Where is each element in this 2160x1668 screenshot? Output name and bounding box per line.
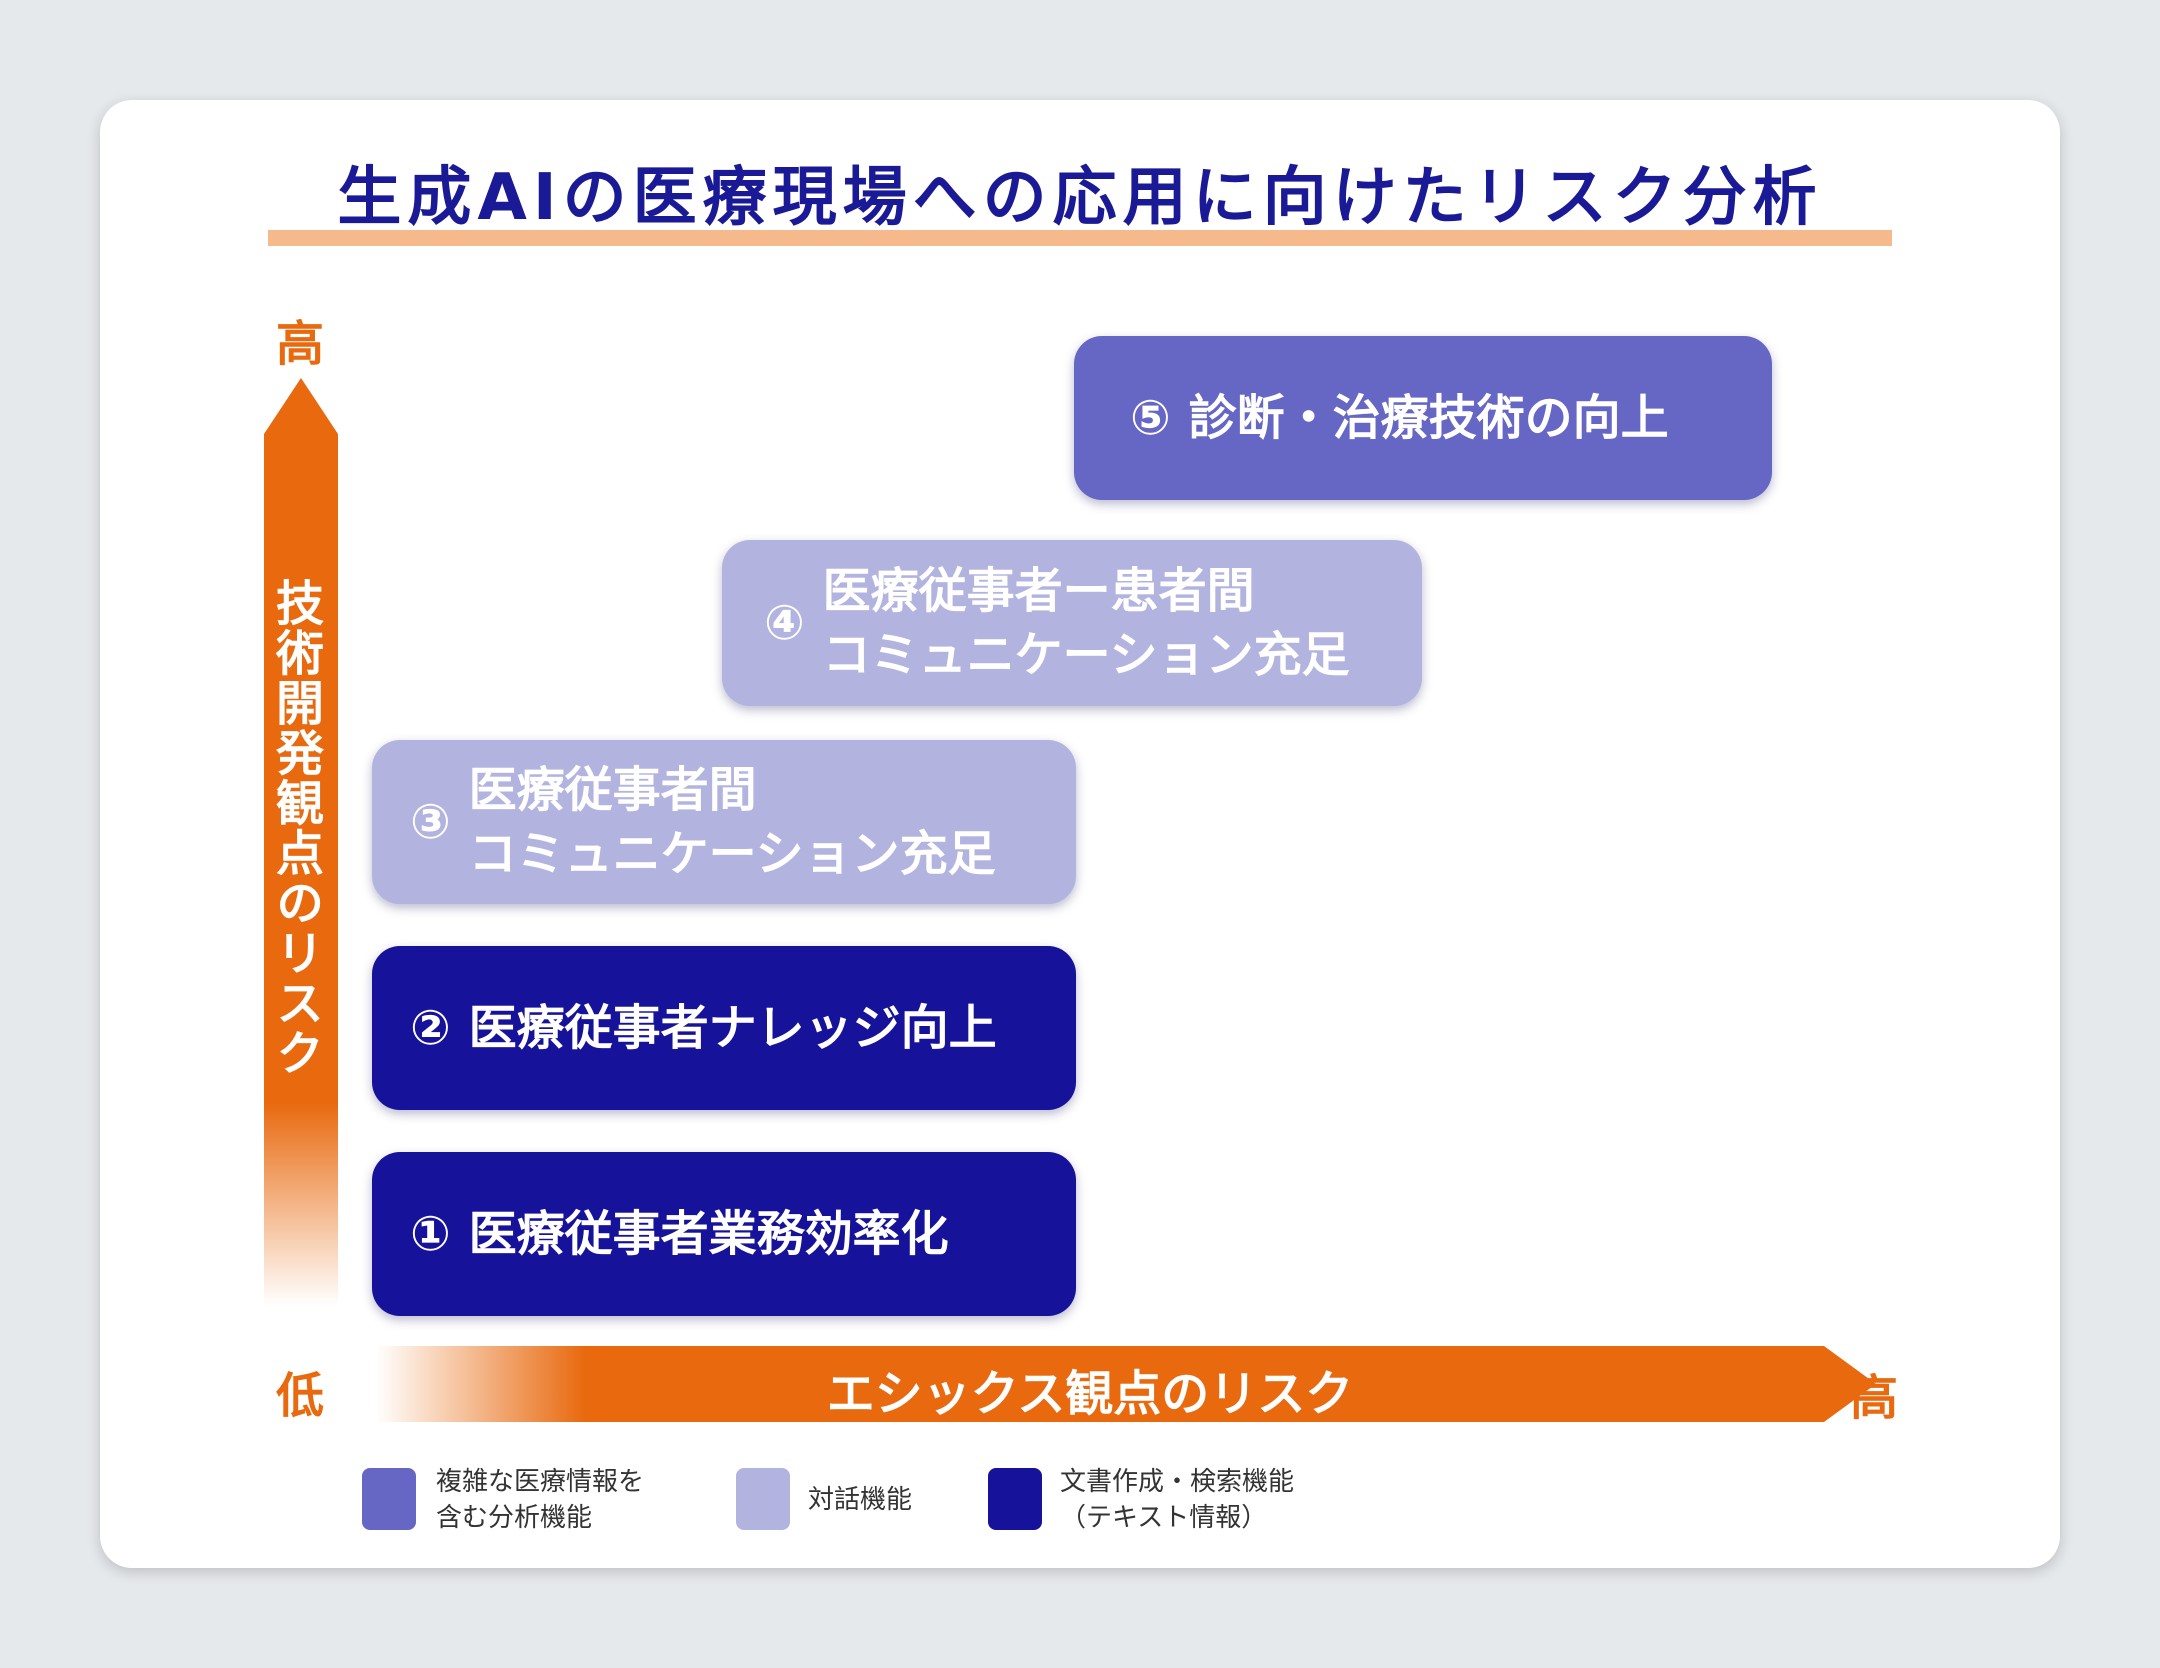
box-label: 診断・治療技術の向上 — [1188, 390, 1669, 446]
y-axis-label: 技術開発観点のリスク — [267, 578, 323, 1078]
legend-label-line1: 対話機能 — [808, 1485, 913, 1515]
y-axis-arrow — [264, 378, 338, 1306]
legend-label-line2: （テキスト情報） — [1060, 1503, 1268, 1533]
legend-swatch-analysis — [362, 1468, 416, 1530]
box-number: ⑤ — [1130, 390, 1171, 446]
legend-swatch-dialogue — [736, 1468, 790, 1530]
legend-item-analysis: 複雑な医療情報を 含む分析機能 — [436, 1464, 644, 1536]
legend-label-line2: 含む分析機能 — [436, 1503, 593, 1533]
box-label: 医療従事者業務効率化 — [468, 1206, 949, 1262]
risk-box-5: ⑤ 診断・治療技術の向上 — [1074, 336, 1772, 500]
x-axis-high-label: 高 — [1850, 1370, 1899, 1426]
y-axis-high-label: 高 — [276, 316, 325, 372]
risk-box-3: ③ 医療従事者間 コミュニケーション充足 — [372, 740, 1076, 904]
risk-box-4: ④ 医療従事者ー患者間 コミュニケーション充足 — [722, 540, 1422, 706]
box-label: 医療従事者ナレッジ向上 — [468, 1000, 997, 1056]
box-label-line2: コミュニケーション充足 — [822, 627, 1350, 683]
box-number: ④ — [764, 595, 805, 651]
risk-box-2: ② 医療従事者ナレッジ向上 — [372, 946, 1076, 1110]
legend-swatch-document — [988, 1468, 1042, 1530]
x-axis-arrow — [376, 1346, 1876, 1422]
box-number: ② — [410, 1000, 451, 1056]
title-underline — [268, 230, 1892, 246]
box-label-line2: コミュニケーション充足 — [468, 826, 996, 882]
risk-box-1: ① 医療従事者業務効率化 — [372, 1152, 1076, 1316]
x-axis-low-label: 低 — [276, 1368, 325, 1424]
box-label-line1: 医療従事者間 — [468, 762, 757, 818]
page-title: 生成AIの医療現場への応用に向けたリスク分析 — [337, 161, 1823, 235]
legend-label-line1: 文書作成・検索機能 — [1060, 1467, 1295, 1497]
legend-item-dialogue: 対話機能 — [808, 1482, 912, 1518]
legend-label-line1: 複雑な医療情報を — [436, 1467, 645, 1497]
legend-item-document: 文書作成・検索機能 （テキスト情報） — [1060, 1464, 1294, 1536]
x-axis-label: エシックス観点のリスク — [826, 1366, 1354, 1422]
box-label-line1: 医療従事者ー患者間 — [822, 563, 1255, 619]
box-number: ③ — [410, 794, 451, 850]
box-number: ① — [410, 1206, 451, 1262]
